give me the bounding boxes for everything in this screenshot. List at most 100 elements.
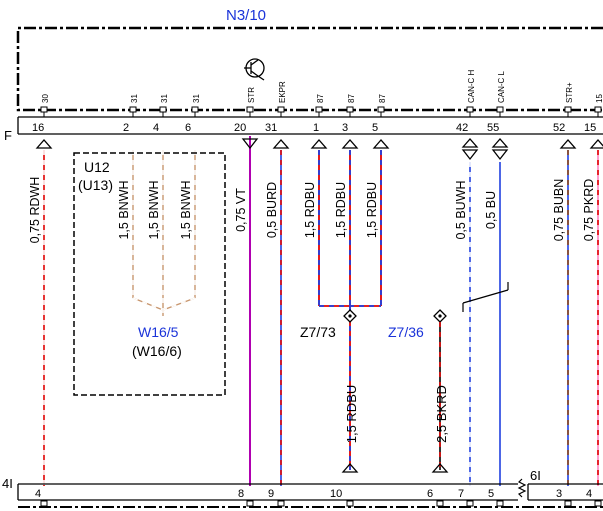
pin-number-p55: 55 <box>487 122 499 134</box>
bottom-pin-head <box>346 500 354 507</box>
pin-number-p5: 5 <box>372 122 378 134</box>
pin-function-p52: STR+ <box>565 82 574 103</box>
svg-text:1,5 RDBU: 1,5 RDBU <box>344 385 359 444</box>
svg-text:0,75 BUBN: 0,75 BUBN <box>552 179 566 242</box>
pin-number-p6: 6 <box>185 122 191 134</box>
pin-number-p4: 4 <box>153 122 159 134</box>
pin-head-p16 <box>40 106 48 117</box>
splice-z736-label: Z7/36 <box>388 324 424 340</box>
pin-function-p20: STR <box>247 87 256 103</box>
arrow-p3 <box>341 139 359 149</box>
ground-box-label-u12: U12 <box>84 159 110 175</box>
wire-label-lower-z773: 1,5 RDBU <box>344 385 359 444</box>
pin-head-p42 <box>466 106 474 117</box>
svg-text:CAN-C H: CAN-C H <box>467 69 476 103</box>
pin-heads <box>40 106 602 117</box>
wire-label-p4: 1,5 BNWH <box>147 180 161 239</box>
bottom-pin-head <box>466 500 474 507</box>
wire-merge-b <box>162 297 196 311</box>
svg-text:31: 31 <box>192 94 201 103</box>
pin-head-p20 <box>246 106 254 117</box>
pin-function-p6: 31 <box>192 94 201 103</box>
wire-label-p2: 1,5 BNWH <box>117 180 131 239</box>
module-title: N3/10 <box>226 7 266 24</box>
arrow-p15 <box>589 139 603 149</box>
bottom-connector-right <box>527 483 603 501</box>
arrow-lower-rdbu <box>341 463 359 473</box>
bottom-pin-head <box>564 500 572 507</box>
ground-point-alt-label: (W16/6) <box>132 343 182 359</box>
svg-text:EKPR: EKPR <box>278 81 287 103</box>
splice-z736-icon <box>433 309 447 323</box>
bottom-pin-number: 9 <box>268 488 274 500</box>
bottom-connector-right-label: 6I <box>530 468 541 483</box>
wire-label-p20: 0,75 VT <box>234 188 248 232</box>
svg-text:0,75 PKRD: 0,75 PKRD <box>582 179 596 242</box>
svg-text:2,5 BKRD: 2,5 BKRD <box>434 385 449 443</box>
bottom-pin-head <box>277 500 285 507</box>
wire-label-p6: 1,5 BNWH <box>179 180 193 239</box>
wire-label-p5: 1,5 RDBU <box>365 182 379 238</box>
wire-label-p42: 0,5 BUWH <box>454 180 468 239</box>
pin-number-p52: 52 <box>553 122 565 134</box>
bottom-connector-left <box>17 483 518 501</box>
svg-text:0,5 BUWH: 0,5 BUWH <box>454 180 468 239</box>
pin-function-p16: 30 <box>41 94 50 103</box>
svg-text:31: 31 <box>130 94 139 103</box>
wire-label-p31: 0,5 BURD <box>265 182 279 238</box>
top-connector-bar <box>17 116 603 135</box>
bottom-pin-number: 5 <box>488 488 494 500</box>
svg-text:0,5 BURD: 0,5 BURD <box>265 182 279 238</box>
pin-number-p16: 16 <box>32 122 44 134</box>
bottom-pin-head <box>436 500 444 507</box>
arrow-p16 <box>35 139 53 149</box>
svg-text:STR: STR <box>247 87 256 103</box>
svg-text:0,5 BU: 0,5 BU <box>484 191 498 229</box>
pin-head-p52 <box>564 106 572 117</box>
pin-function-p55: CAN-C L <box>497 70 506 103</box>
ground-box <box>73 152 226 396</box>
wire-merge-a <box>132 297 164 311</box>
pin-head-p55 <box>496 106 504 117</box>
splice-z773-icon <box>343 309 357 323</box>
svg-text:1,5 BNWH: 1,5 BNWH <box>117 180 131 239</box>
pin-head-p3 <box>346 106 354 117</box>
separator-squiggle-icon <box>517 478 527 498</box>
bottom-pin-head <box>40 500 48 507</box>
bottom-pin-head <box>246 500 254 507</box>
svg-text:1,5 RDBU: 1,5 RDBU <box>334 182 348 238</box>
pin-number-p2: 2 <box>123 122 129 134</box>
pin-head-p2 <box>129 106 137 117</box>
arrow-p52 <box>559 139 577 149</box>
wire-label-p52: 0,75 BUBN <box>552 179 566 242</box>
bottom-pin-head <box>496 500 504 507</box>
splice-z773-label: Z7/73 <box>300 324 336 340</box>
wire-label-p15: 0,75 PKRD <box>582 179 596 242</box>
arrow-p55 <box>491 138 509 161</box>
svg-text:0,75 VT: 0,75 VT <box>234 188 248 232</box>
pin-head-p5 <box>377 106 385 117</box>
arrow-p20 <box>241 138 259 150</box>
pin-function-p2: 31 <box>130 94 139 103</box>
pin-head-p15 <box>594 106 602 117</box>
connector-arrows <box>35 138 603 473</box>
svg-text:87: 87 <box>347 94 356 103</box>
svg-text:31: 31 <box>160 94 169 103</box>
pin-number-p20: 20 <box>234 122 246 134</box>
module-frame <box>16 26 603 112</box>
bottom-pin-number: 10 <box>330 488 342 500</box>
ground-point-label: W16/5 <box>138 324 179 340</box>
svg-text:87: 87 <box>378 94 387 103</box>
svg-text:15: 15 <box>595 94 603 103</box>
bottom-connector-left-label: 4I <box>2 476 13 491</box>
arrow-lower-bkrd <box>431 463 449 473</box>
top-connector-label: F <box>4 128 12 143</box>
arrow-p5 <box>372 139 390 149</box>
svg-text:1,5 BNWH: 1,5 BNWH <box>147 180 161 239</box>
arrow-p42 <box>461 138 479 161</box>
pin-number-p1: 1 <box>313 122 319 134</box>
bottom-pin-number: 4 <box>35 488 41 500</box>
wire-label-p55: 0,5 BU <box>484 191 498 229</box>
